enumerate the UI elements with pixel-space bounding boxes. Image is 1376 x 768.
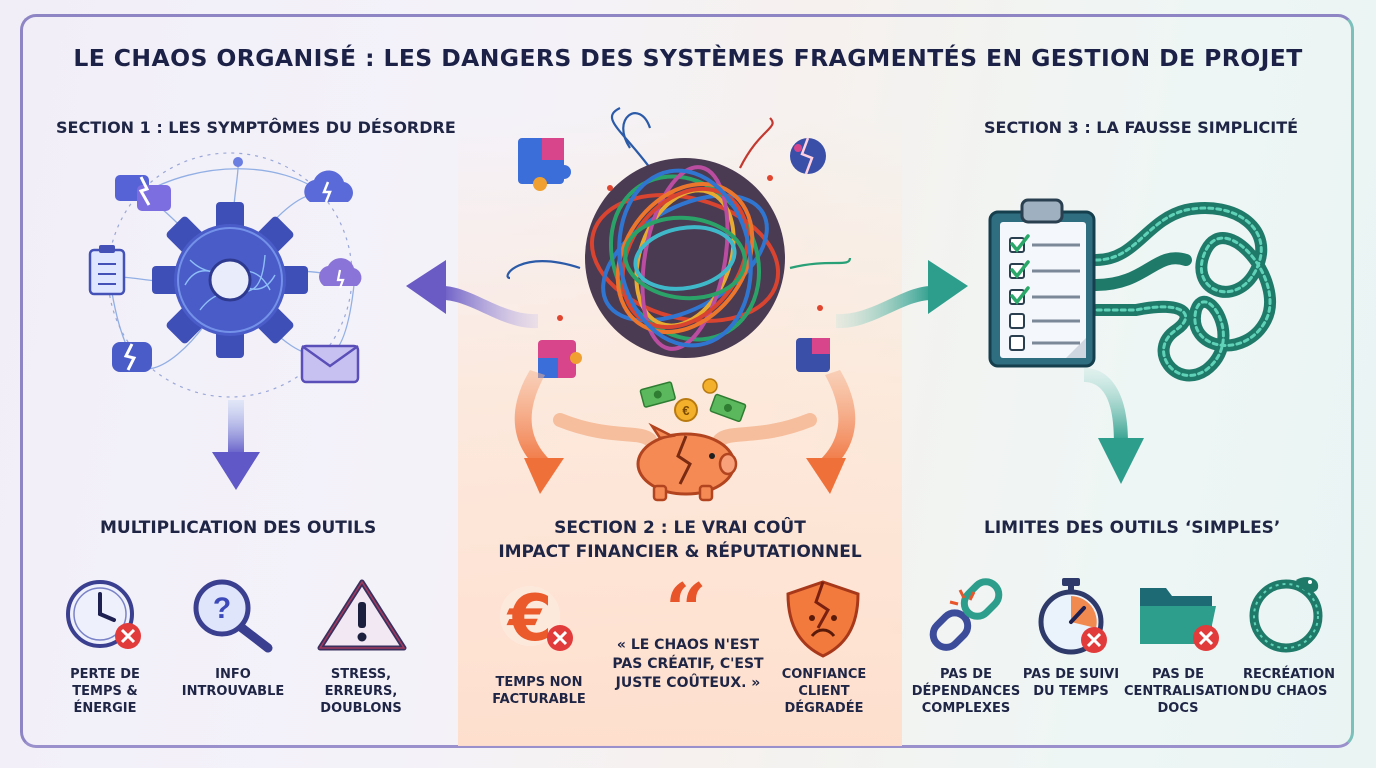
- section3-item-label: PAS DE CENTRALISATION DOCS: [1124, 667, 1250, 716]
- page-title: LE CHAOS ORGANISÉ : LES DANGERS DES SYST…: [73, 44, 1303, 72]
- section1-item-label: INFO INTROUVABLE: [181, 667, 285, 699]
- tangled-yarn-illustration: [506, 107, 852, 378]
- stopwatch-error-icon: [1038, 578, 1107, 655]
- section2-heading: SECTION 2 : LE VRAI COÛT: [554, 518, 806, 538]
- tools-network-illustration: [88, 152, 362, 398]
- euro-error-icon: €: [500, 582, 573, 656]
- section1-subheading: MULTIPLICATION DES OUTILS: [100, 518, 377, 538]
- broken-piggy-bank-icon: €: [636, 378, 747, 502]
- section1-item-label: STRESS, ERREURS, DOUBLONS: [320, 667, 402, 716]
- section2-item-label: CONFIANCE CLIENT DÉGRADÉE: [781, 667, 867, 716]
- svg-text:€: €: [682, 403, 689, 418]
- section2-quote: « LE CHAOS N'EST PAS CRÉATIF, C'EST JUST…: [612, 637, 764, 691]
- folder-error-icon: [1140, 588, 1219, 651]
- section3-subheading: LIMITES DES OUTILS ‘SIMPLES’: [984, 518, 1281, 538]
- section2-subheading: IMPACT FINANCIER & RÉPUTATIONNEL: [498, 542, 862, 562]
- right-arrow: [836, 260, 968, 329]
- ouroboros-icon: [1249, 577, 1323, 653]
- section1-item-label: PERTE DE TEMPS & ÉNERGIE: [70, 667, 140, 716]
- outer-frame: [20, 14, 1354, 748]
- section1-down-arrow: [212, 400, 260, 490]
- quote-mark-icon: “: [665, 567, 707, 652]
- clipboard-tangled-rope-illustration: [988, 198, 1276, 382]
- cost-arrows: [514, 370, 856, 494]
- warning-triangle-icon: [317, 579, 407, 651]
- section3-item-label: RECRÉATION DU CHAOS: [1242, 667, 1335, 699]
- svg-text:€: €: [506, 582, 553, 656]
- cracked-shield-icon: [786, 580, 860, 658]
- section3-item-label: PAS DE SUIVI DU TEMPS: [1022, 667, 1120, 699]
- left-arrow: [406, 260, 538, 329]
- section3-heading: SECTION 3 : LA FAUSSE SIMPLICITÉ: [984, 118, 1299, 137]
- section2-item-label: TEMPS NON FACTURABLE: [492, 675, 586, 707]
- section3-down-arrow: [1084, 368, 1144, 484]
- section3-item-label: PAS DE DÉPENDANCES COMPLEXES: [911, 667, 1021, 716]
- clock-error-icon: [66, 580, 141, 649]
- magnifier-question-icon: ?: [193, 579, 273, 653]
- section1-heading: SECTION 1 : LES SYMPTÔMES DU DÉSORDRE: [56, 118, 456, 137]
- broken-chain-icon: [929, 578, 1003, 651]
- svg-text:?: ?: [213, 592, 231, 625]
